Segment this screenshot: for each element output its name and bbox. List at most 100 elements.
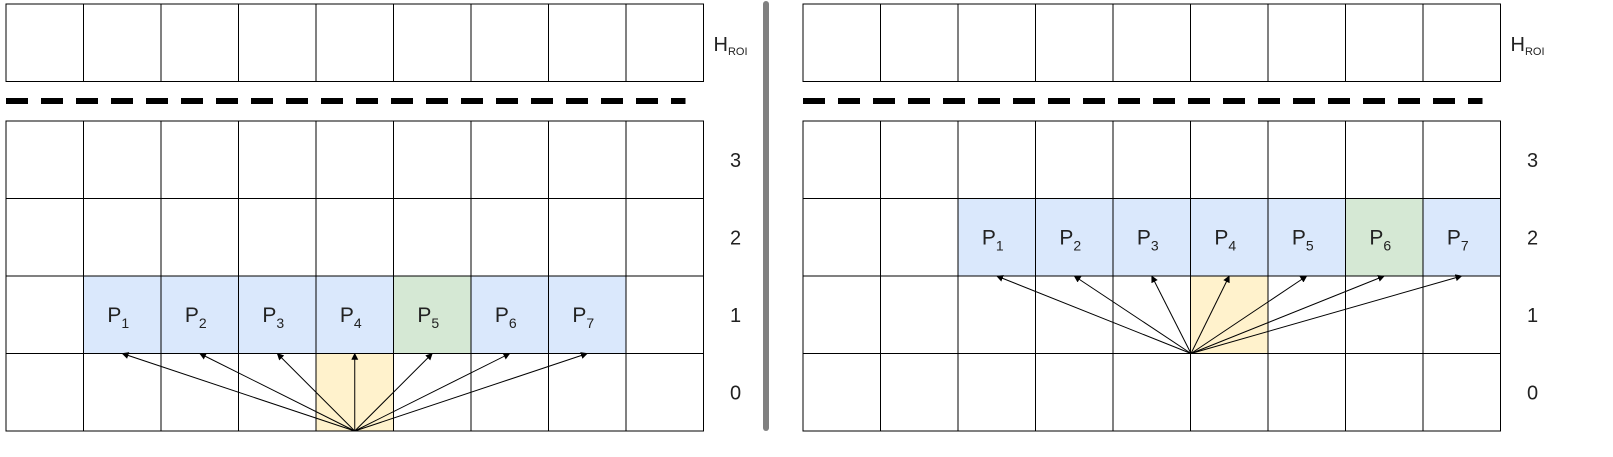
grid-cell: [1190, 198, 1269, 277]
p-label-main: P: [340, 304, 354, 327]
header-label: HROI: [714, 34, 748, 58]
grid-cell: [1035, 275, 1114, 354]
p-label-main: P: [262, 304, 276, 327]
arrows: [121, 352, 588, 432]
grid-cell: [957, 120, 1036, 199]
grid-cell: [957, 353, 1036, 432]
header-cell: [315, 3, 394, 82]
p-cell-label: P7: [1447, 226, 1469, 253]
row-label: 0: [1527, 382, 1538, 404]
grid-cell: [1035, 120, 1114, 199]
grid-cell: [548, 353, 627, 432]
p-label-sub: 3: [276, 315, 284, 331]
arrow: [996, 275, 1192, 354]
grid-cell: [625, 353, 704, 432]
grid: [802, 120, 1501, 432]
grid-cell: [1267, 353, 1346, 432]
p-label-main: P: [1059, 226, 1073, 249]
arrow: [1190, 274, 1463, 354]
p-cell-label: P2: [185, 304, 207, 331]
grid-cell: [1422, 275, 1501, 354]
header-cell: [470, 3, 549, 82]
header-cell: [1345, 3, 1424, 82]
header-cell: [802, 3, 881, 82]
header-cell: [625, 3, 704, 82]
arrow: [1190, 275, 1308, 354]
arrows: [996, 274, 1463, 354]
grid-cell: [160, 275, 239, 354]
grid-cell: [470, 275, 549, 354]
grid-cell: [5, 120, 84, 199]
p-label-main: P: [1369, 226, 1383, 249]
p-label-sub: 3: [1151, 237, 1159, 253]
grid-cell: [1190, 275, 1269, 354]
grid-cell: [1112, 120, 1191, 199]
grid-cell: [315, 275, 394, 354]
grid-cell: [1345, 275, 1424, 354]
grid-cell: [1267, 120, 1346, 199]
p-label-sub: 7: [586, 315, 594, 331]
arrow: [354, 353, 433, 432]
p-label-sub: 7: [1461, 237, 1469, 253]
p-cell-label: P5: [1292, 226, 1314, 253]
grid-row-3: [5, 120, 704, 199]
arrow: [276, 353, 356, 432]
grid-cell: [1035, 353, 1114, 432]
grid-cell: [160, 120, 239, 199]
grid-cell: [83, 120, 162, 199]
grid-cell: [880, 198, 959, 277]
grid-cell: [957, 275, 1036, 354]
grid-cell: [5, 353, 84, 432]
grid-cell: [1190, 120, 1269, 199]
p-label-main: P: [1137, 226, 1151, 249]
header-label-main: H: [714, 34, 728, 56]
grid-cell: [880, 275, 959, 354]
grid-cell: [1112, 353, 1191, 432]
grid-row-1: [802, 275, 1501, 354]
header-cell: [1267, 3, 1346, 82]
row-label: 1: [730, 305, 741, 327]
grid-cell: [802, 120, 881, 199]
header-row: [802, 3, 1501, 82]
p-label-sub: 4: [354, 315, 362, 331]
p-cell-label: P3: [262, 304, 284, 331]
grid-cell: [625, 120, 704, 199]
grid-cell: [802, 198, 881, 277]
grid-cell: [83, 275, 162, 354]
grid-row-3: [802, 120, 1501, 199]
p-label-main: P: [1447, 226, 1461, 249]
header-cell: [238, 3, 317, 82]
arrow: [1190, 275, 1230, 354]
p-label-sub: 1: [996, 237, 1004, 253]
grid-cell: [393, 198, 472, 277]
p-label-main: P: [1292, 226, 1306, 249]
p-cell-label: P1: [107, 304, 129, 331]
p-cell-label: P4: [340, 304, 362, 331]
grid-cell: [470, 120, 549, 199]
grid-cell: [315, 120, 394, 199]
grid-cell: [1112, 275, 1191, 354]
grid-cell: [880, 353, 959, 432]
p-label-sub: 2: [199, 315, 207, 331]
grid-cell: [1190, 353, 1269, 432]
header-row: [5, 3, 704, 82]
grid-cell: [315, 198, 394, 277]
row-label: 2: [1527, 227, 1538, 249]
grid-cell: [548, 120, 627, 199]
grid-cell: [83, 198, 162, 277]
grid-cell: [548, 275, 627, 354]
row-label: 3: [730, 150, 741, 172]
p-label-sub: 4: [1228, 237, 1236, 253]
p-label-sub: 6: [509, 315, 517, 331]
p-label-main: P: [1214, 226, 1228, 249]
header-cell: [160, 3, 239, 82]
grid-cell: [160, 198, 239, 277]
p-cell-label: P1: [982, 226, 1004, 253]
header-cell: [1190, 3, 1269, 82]
arrow: [1190, 275, 1385, 354]
header-cell: [1035, 3, 1114, 82]
grid-row-0: [802, 353, 1501, 432]
grid-cell: [5, 198, 84, 277]
p-label-sub: 5: [431, 315, 439, 331]
